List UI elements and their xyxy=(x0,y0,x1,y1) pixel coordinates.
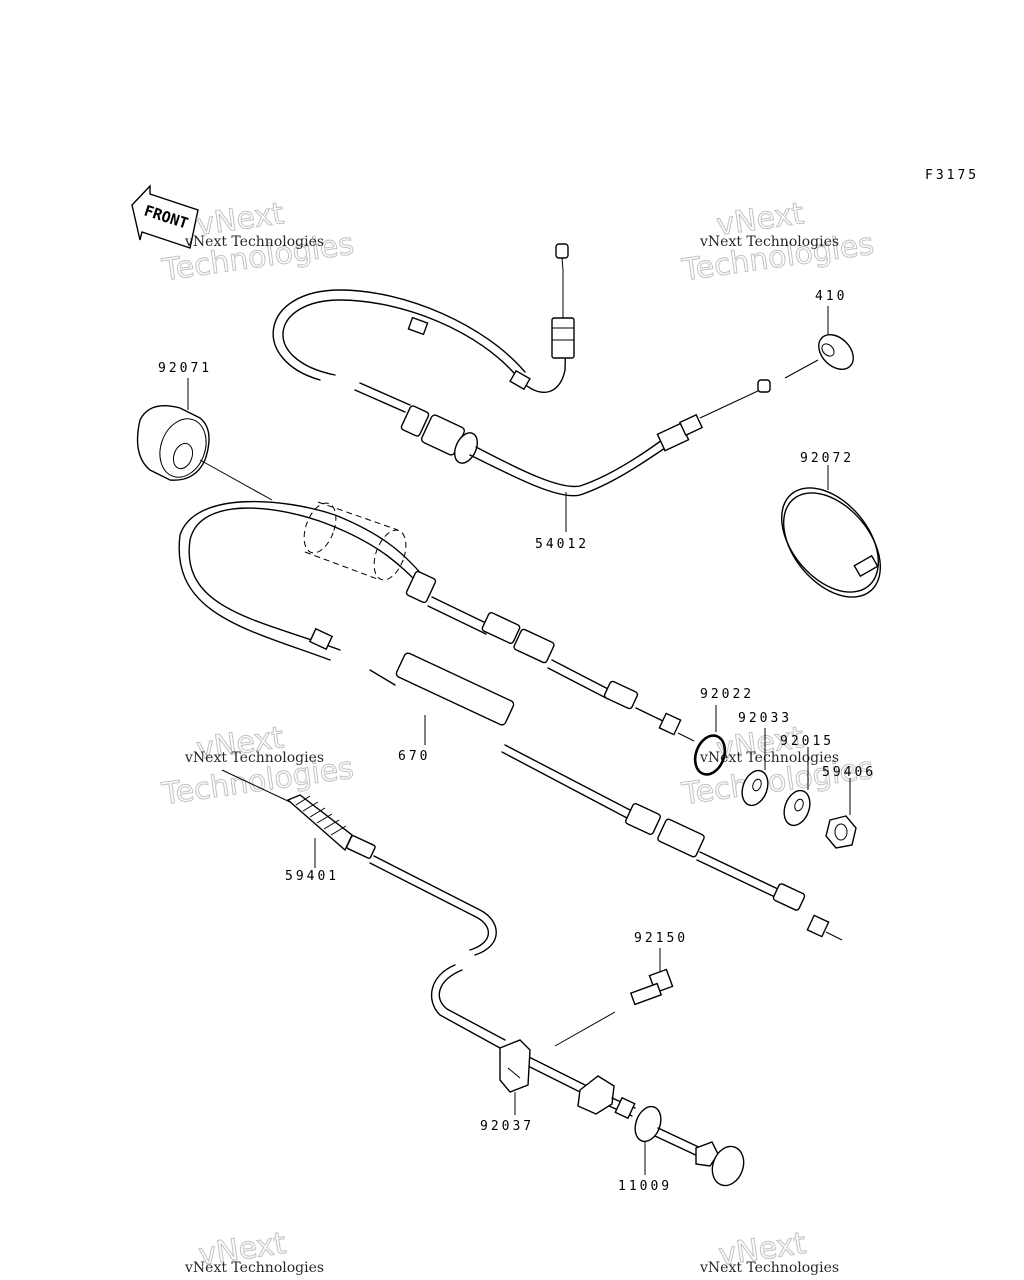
part-label-59401: 59401 xyxy=(285,869,339,884)
part-label-92037: 92037 xyxy=(480,1119,534,1134)
cable-54012 xyxy=(272,243,771,532)
watermark-text-2: vNext Technologies xyxy=(699,234,839,250)
part-label-92071: 92071 xyxy=(158,361,212,376)
part-label-410: 410 xyxy=(815,289,847,304)
grommet-92071 xyxy=(136,378,273,501)
front-arrow-icon: FRONT xyxy=(131,184,199,249)
part-label-11009: 11009 xyxy=(618,1179,672,1194)
part-label-59406: 670 xyxy=(398,749,430,764)
part-label-670: 92022 xyxy=(700,687,754,702)
watermark-text-1: vNext Technologies xyxy=(184,234,324,250)
part-label-92150: 92150 xyxy=(634,931,688,946)
watermark-text-3: vNext Technologies xyxy=(184,750,324,766)
o-ring-670 xyxy=(693,705,727,776)
clamp-92037 xyxy=(499,1039,531,1115)
part-label-92033: 92015 xyxy=(780,734,834,749)
cable-59406 xyxy=(178,500,843,941)
part-label-92015: 59406 xyxy=(822,765,876,780)
bolt-92150 xyxy=(554,948,674,1047)
lock-washer-92033 xyxy=(783,747,811,827)
watermark-text-5: vNext Technologies xyxy=(184,1260,324,1276)
watermark-text-6: vNext Technologies xyxy=(699,1260,839,1276)
washer-92022 xyxy=(741,728,769,807)
washer-410 xyxy=(784,306,854,379)
choke-knob-11009 xyxy=(577,1075,745,1187)
part-label-92072: 92072 xyxy=(800,451,854,466)
part-label-92022: 92033 xyxy=(738,711,792,726)
band-clamp-92072 xyxy=(780,465,882,598)
watermark-text-4: vNext Technologies xyxy=(699,750,839,766)
nut-92015 xyxy=(825,778,857,849)
figure-code: F3175 xyxy=(925,168,979,183)
part-label-54012: 54012 xyxy=(535,537,589,552)
cable-59401 xyxy=(221,769,586,1093)
